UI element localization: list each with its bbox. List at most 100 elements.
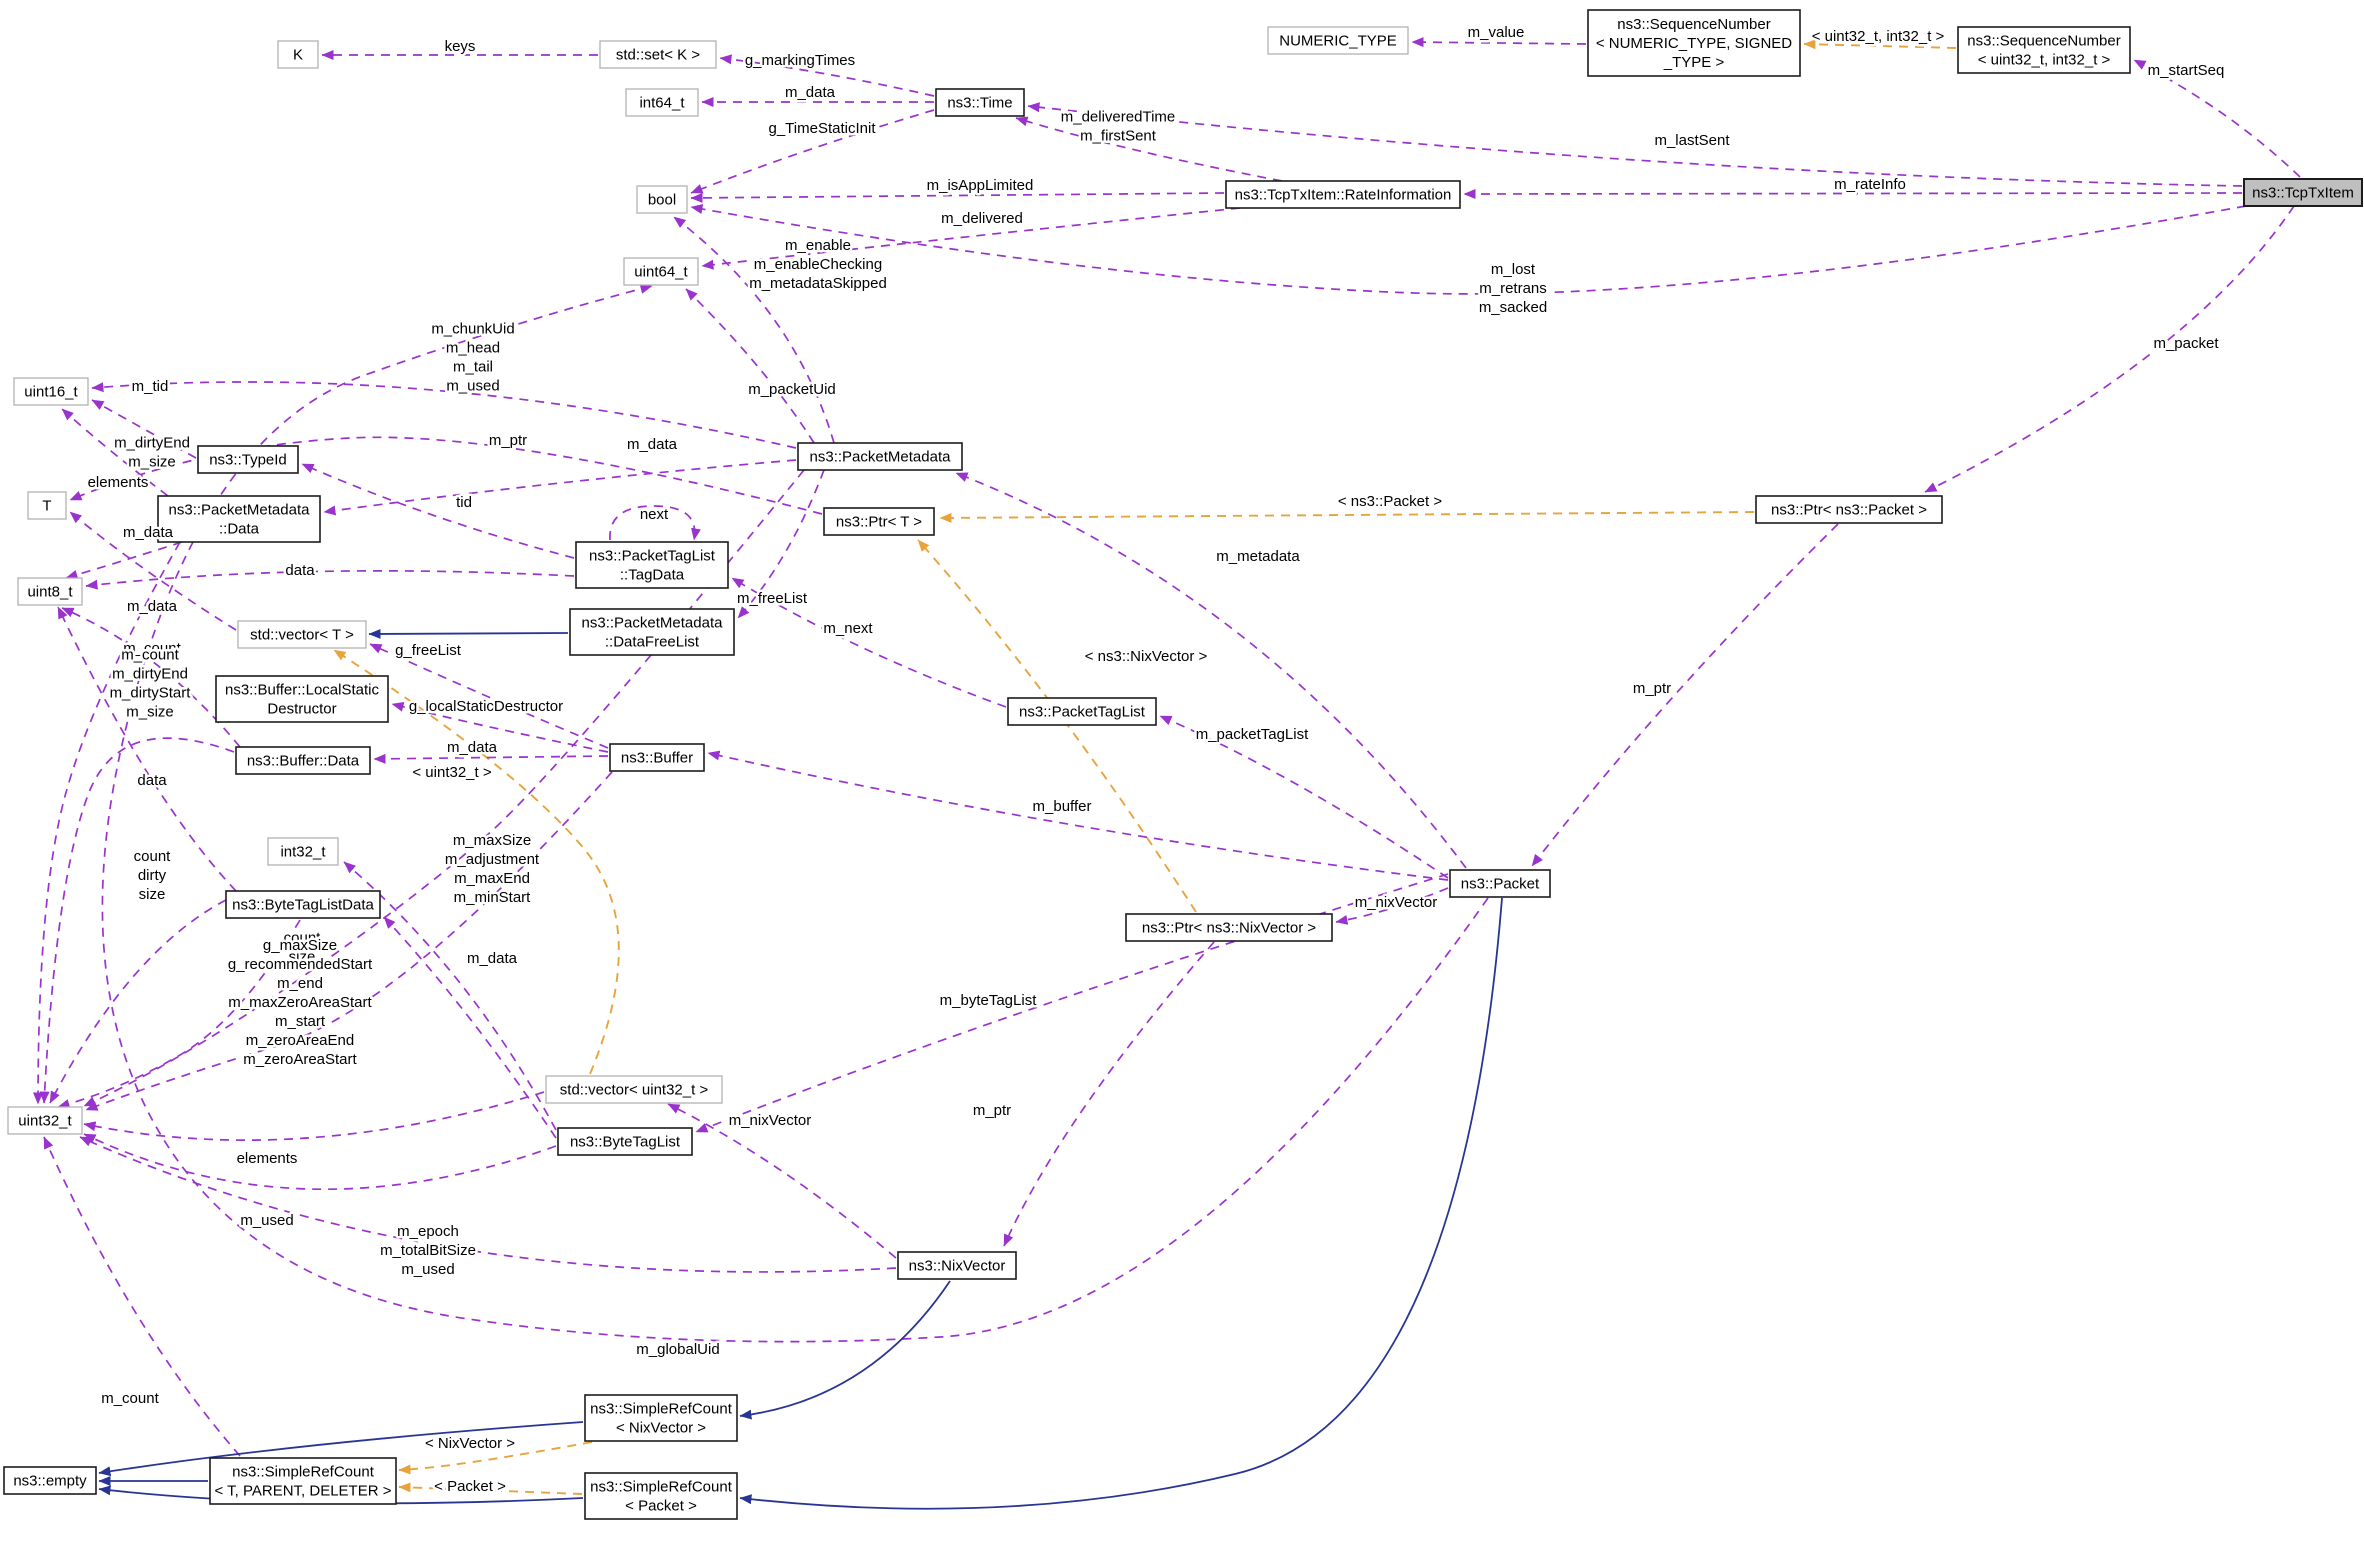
node-box-ptr_nix (1125, 913, 1333, 942)
node-label-src_nix: ns3::SimpleRefCount< NixVector > (590, 1401, 733, 1437)
node-ptr_nix[interactable]: ns3::Ptr< ns3::NixVector > (1125, 913, 1333, 942)
edge-usage-btl-uint32 (83, 1133, 557, 1191)
node-seq_gen[interactable]: ns3::SequenceNumber< NUMERIC_TYPE, SIGNE… (1587, 9, 1801, 77)
node-packet[interactable]: ns3::Packet (1449, 869, 1551, 898)
edge-usage-rateinfo-bool (690, 192, 1225, 203)
node-bool[interactable]: bool (636, 185, 688, 214)
node-box-k (277, 40, 319, 69)
node-label-int32: int32_t (280, 844, 326, 861)
edge-usage-src_tpd-uint32 (43, 1136, 241, 1457)
edge-usage-ptr_nix-nixvector (1003, 941, 1215, 1247)
node-uint16[interactable]: uint16_t (13, 377, 89, 406)
node-label-packetmetadata: ns3::PacketMetadata (810, 449, 952, 466)
edge-usage-tagdata-typeid (301, 463, 575, 559)
node-src_nix[interactable]: ns3::SimpleRefCount< NixVector > (584, 1394, 738, 1442)
edge-label-buffer_data-uint8: m_data (127, 598, 178, 615)
node-label-time: ns3::Time (947, 95, 1012, 112)
node-set_k[interactable]: std::set< K > (599, 40, 717, 69)
edge-usage-packetmetadata-datafreelist (737, 469, 825, 619)
edge-label-tcptxitem-ptr_packet: m_packet (2153, 335, 2219, 352)
edge-label-vector_u32-vector_t: < uint32_t > (412, 764, 491, 781)
node-datafreelist[interactable]: ns3::PacketMetadata::DataFreeList (569, 608, 735, 656)
edge-label-rateinfo-uint64: m_delivered (941, 210, 1023, 227)
node-pmd_data[interactable]: ns3::PacketMetadata::Data (157, 495, 321, 543)
node-ptr_t[interactable]: ns3::Ptr< T > (823, 507, 935, 536)
node-typeid[interactable]: ns3::TypeId (197, 445, 299, 474)
node-uint64[interactable]: uint64_t (623, 257, 699, 286)
edge-labels-layer: keysg_markingTimesm_datag_TimeStaticInit… (85, 22, 2227, 1498)
node-t_box[interactable]: T (27, 491, 67, 520)
node-packetmetadata[interactable]: ns3::PacketMetadata (797, 442, 963, 471)
node-int32[interactable]: int32_t (267, 837, 339, 866)
edge-label-vector_u32-uint32: elements (237, 1150, 298, 1167)
node-box-buffer (609, 743, 705, 772)
node-vector_t[interactable]: std::vector< T > (237, 620, 367, 649)
node-box-int32 (267, 837, 339, 866)
node-rateinfo[interactable]: ns3::TcpTxItem::RateInformation (1225, 180, 1461, 209)
node-tagdata[interactable]: ns3::PacketTagList::TagData (575, 541, 729, 589)
edge-usage-vector_t-t_box (69, 511, 237, 631)
edge-usage-pmd_data-uint8 (65, 541, 183, 580)
edge-usage-buffer_data-uint8 (61, 607, 241, 748)
node-label-k: K (293, 47, 303, 64)
node-box-uint16 (13, 377, 89, 406)
node-uint8[interactable]: uint8_t (17, 577, 83, 606)
node-box-pmd_data (157, 495, 321, 543)
edge-label-packet-buffer: m_buffer (1033, 798, 1092, 815)
node-tcptxitem[interactable]: ns3::TcpTxItem (2243, 178, 2363, 207)
node-box-src_packet (584, 1472, 738, 1520)
node-empty[interactable]: ns3::empty (3, 1466, 97, 1495)
node-uint32[interactable]: uint32_t (7, 1106, 83, 1135)
node-buffer_data[interactable]: ns3::Buffer::Data (235, 746, 371, 775)
node-src_tpd[interactable]: ns3::SimpleRefCount< T, PARENT, DELETER … (209, 1457, 397, 1505)
edge-usage-packet-ptl (1159, 715, 1449, 879)
edge-template-vector_u32-vector_t (333, 649, 620, 1075)
edge-template-src_nix-src_tpd (398, 1441, 593, 1475)
edge-usage-buffer-uint32 (85, 771, 613, 1111)
edge-label-packet-ptl: m_packetTagList (1196, 726, 1309, 743)
node-btld[interactable]: ns3::ByteTagListData (225, 890, 381, 919)
edge-usage-rateinfo-time (1015, 116, 1283, 182)
node-ptl[interactable]: ns3::PacketTagList (1007, 697, 1157, 726)
node-box-src_nix (584, 1394, 738, 1442)
node-label-vector_u32: std::vector< uint32_t > (560, 1082, 709, 1099)
node-label-int64: int64_t (639, 95, 685, 112)
node-vector_u32[interactable]: std::vector< uint32_t > (545, 1075, 723, 1104)
edge-label-time-int64: m_data (785, 84, 836, 101)
node-src_packet[interactable]: ns3::SimpleRefCount< Packet > (584, 1472, 738, 1520)
node-box-localstatic (215, 675, 389, 723)
edge-usage-tcptxitem-seq_u32 (2133, 59, 2301, 178)
node-seq_u32[interactable]: ns3::SequenceNumber< uint32_t, int32_t > (1957, 26, 2131, 74)
node-k[interactable]: K (277, 40, 319, 69)
edge-usage-tagdata-uint8 (85, 570, 575, 590)
node-buffer[interactable]: ns3::Buffer (609, 743, 705, 772)
node-label-empty: ns3::empty (13, 1473, 87, 1490)
node-time[interactable]: ns3::Time (935, 88, 1025, 117)
edge-usage-buffer-buffer_data (373, 753, 609, 764)
node-nixvector[interactable]: ns3::NixVector (897, 1251, 1017, 1280)
edge-usage-packetmetadata-uint64 (685, 288, 815, 444)
node-label-packet: ns3::Packet (1461, 876, 1540, 893)
edge-label-ptl-tagdata: m_next (823, 620, 873, 637)
edge-usage-rateinfo-uint64 (701, 207, 1241, 270)
edge-label-ptr_packet-ptr_t: < ns3::Packet > (1338, 493, 1442, 510)
edge-label-packetmetadata-uint64: m_packetUid (748, 381, 836, 398)
node-box-datafreelist (569, 608, 735, 656)
edge-label-packet-uint64: m_globalUid (636, 1341, 719, 1358)
node-box-src_tpd (209, 1457, 397, 1505)
node-label-seq_gen: ns3::SequenceNumber< NUMERIC_TYPE, SIGNE… (1596, 16, 1792, 71)
node-numeric_type[interactable]: NUMERIC_TYPE (1267, 26, 1409, 55)
node-ptr_packet[interactable]: ns3::Ptr< ns3::Packet > (1755, 495, 1943, 524)
node-box-uint8 (17, 577, 83, 606)
edge-usage-buffer_data-uint32 (39, 737, 235, 1104)
node-label-btld: ns3::ByteTagListData (232, 897, 374, 914)
node-label-ptr_t: ns3::Ptr< T > (836, 514, 922, 531)
edge-label-src_packet-src_tpd: < Packet > (434, 1478, 506, 1495)
node-int64[interactable]: int64_t (625, 88, 699, 117)
edge-label-pmd_data-uint8: m_data (123, 524, 174, 541)
node-btl[interactable]: ns3::ByteTagList (557, 1127, 693, 1156)
